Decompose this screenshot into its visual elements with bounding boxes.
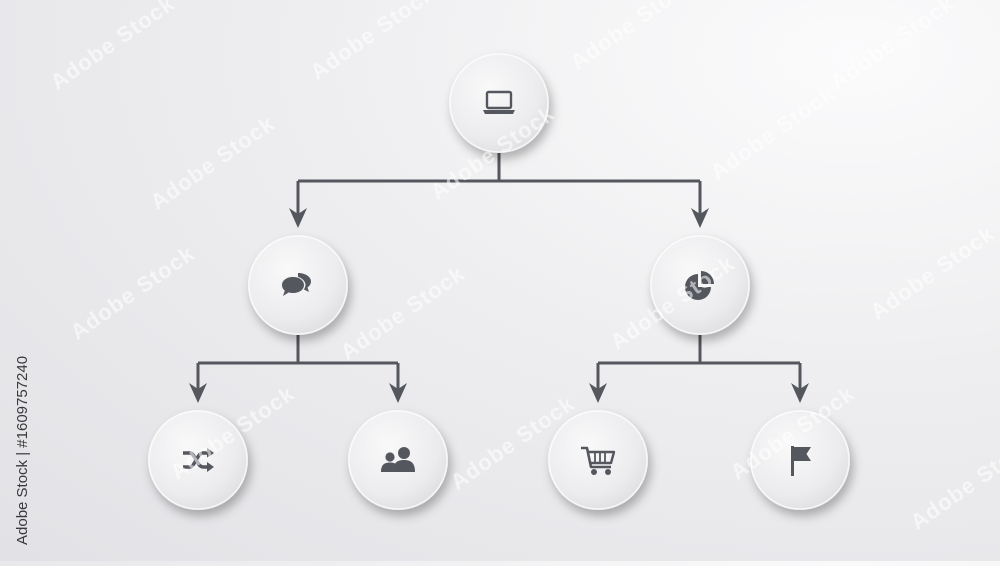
side-credit-text: Adobe Stock | #1609757240 (14, 355, 31, 545)
arrow-head (389, 383, 407, 403)
node-root (449, 53, 549, 153)
node-left-right (348, 410, 448, 510)
arrow-head (289, 208, 307, 228)
pie-chart-icon (685, 271, 714, 300)
node-left (248, 235, 348, 335)
flag-icon (791, 446, 811, 476)
node-right (650, 235, 750, 335)
arrow-head (691, 208, 709, 228)
shopping-cart-icon (581, 446, 616, 475)
node-layer (148, 53, 850, 510)
node-right-left (548, 410, 648, 510)
shuffle-icon (183, 448, 214, 472)
arrow-head (791, 383, 809, 403)
connector-layer (189, 153, 809, 403)
laptop-icon (483, 90, 515, 114)
arrow-head (589, 383, 607, 403)
chat-bubbles-icon (280, 273, 311, 296)
node-circle (650, 235, 750, 335)
node-right-right (750, 410, 850, 510)
node-left-left (148, 410, 248, 510)
node-circle (348, 410, 448, 510)
node-circle (548, 410, 648, 510)
users-icon (381, 447, 415, 472)
arrow-head (189, 383, 207, 403)
node-circle (449, 53, 549, 153)
